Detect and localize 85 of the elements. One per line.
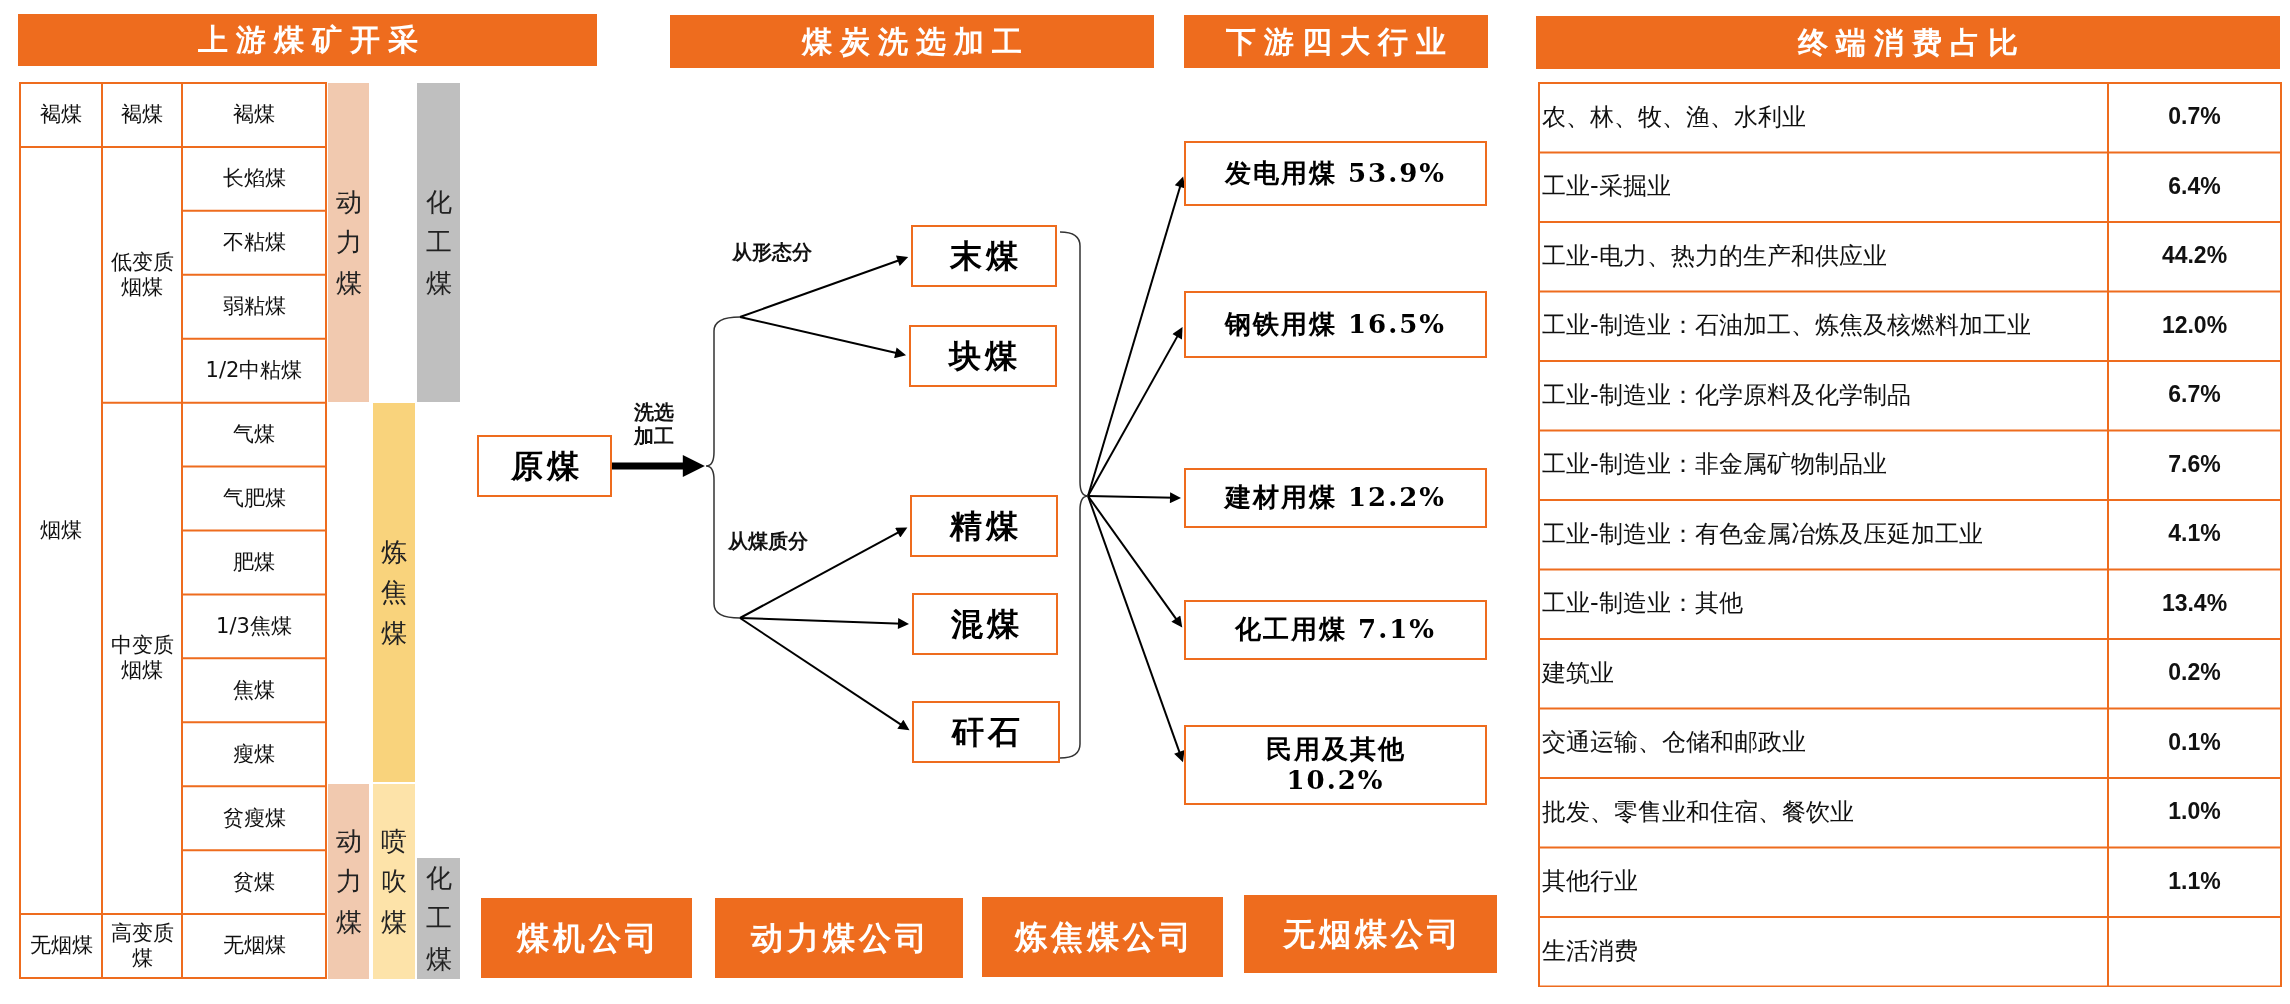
coal-type-label: 无烟煤 bbox=[29, 933, 93, 959]
curly-brace bbox=[1060, 232, 1088, 758]
industry-name-label: 批发、零售业和住宿、餐饮业 bbox=[1542, 797, 1854, 827]
coal-type-label: 焦煤 bbox=[233, 677, 275, 703]
industry-name-label: 其他行业 bbox=[1542, 867, 1638, 897]
coal-type-label: 气煤 bbox=[233, 422, 275, 448]
industry-name-label: 交通运输、仓储和邮政业 bbox=[1542, 728, 1806, 758]
coal-type-label: 褐煤 bbox=[40, 102, 82, 128]
coal-type-label: 中变质烟煤 bbox=[109, 633, 175, 684]
share-value-label: 1.1% bbox=[2168, 867, 2221, 896]
arrow bbox=[739, 527, 908, 619]
arrow bbox=[739, 255, 909, 318]
company-box: 无烟煤公司 bbox=[1244, 895, 1497, 973]
category-band: 炼焦煤 bbox=[373, 403, 415, 782]
company-box: 炼焦煤公司 bbox=[982, 897, 1223, 977]
industry-box: 发电用煤 53.9% bbox=[1184, 141, 1487, 206]
share-value-label: 6.4% bbox=[2168, 172, 2221, 201]
coal-type-label: 肥煤 bbox=[233, 549, 275, 576]
industry-name-label: 生活消费 bbox=[1542, 936, 1638, 966]
arrow bbox=[1087, 495, 1185, 763]
share-value-label: 12.0% bbox=[2161, 311, 2228, 340]
process-box: 原煤 bbox=[477, 435, 612, 497]
company-box: 煤机公司 bbox=[481, 898, 692, 978]
category-band: 化工煤 bbox=[417, 858, 460, 979]
coal-type-label: 贫瘦煤 bbox=[222, 805, 286, 831]
arrow bbox=[739, 617, 909, 629]
coal-type-label: 褐煤 bbox=[233, 102, 275, 128]
edge-label: 从形态分 bbox=[730, 240, 814, 264]
coal-type-label: 无烟煤 bbox=[222, 933, 286, 959]
industry-box: 民用及其他 10.2% bbox=[1184, 725, 1487, 805]
coal-type-label: 1/2中粘煤 bbox=[205, 358, 303, 384]
coal-type-label: 烟煤 bbox=[40, 517, 82, 544]
share-value-label: 4.1% bbox=[2168, 520, 2221, 549]
coal-type-label: 弱粘煤 bbox=[222, 294, 286, 320]
category-band: 动力煤 bbox=[328, 784, 369, 979]
category-band: 动力煤 bbox=[328, 83, 369, 402]
coal-type-label: 1/3焦煤 bbox=[216, 613, 292, 639]
share-value-label: 44.2% bbox=[2161, 242, 2228, 271]
product-box: 混煤 bbox=[912, 593, 1058, 655]
arrow bbox=[739, 316, 907, 359]
share-value-label: 0.2% bbox=[2168, 659, 2221, 688]
industry-name-label: 建筑业 bbox=[1542, 658, 1614, 688]
coal-type-label: 贫煤 bbox=[233, 869, 275, 895]
coal-type-label: 褐煤 bbox=[121, 102, 163, 128]
coal-type-label: 低变质烟煤 bbox=[109, 249, 175, 300]
category-band: 化工煤 bbox=[417, 83, 460, 402]
coal-type-label: 高变质煤 bbox=[109, 920, 175, 972]
edge-label: 从煤质分 bbox=[726, 529, 810, 553]
section-header: 煤炭洗选加工 bbox=[670, 15, 1154, 68]
share-value-label: 6.7% bbox=[2168, 381, 2221, 410]
industry-name-label: 农、林、牧、渔、水利业 bbox=[1542, 102, 1806, 132]
product-box: 精煤 bbox=[910, 495, 1058, 557]
industry-name-label: 工业-采掘业 bbox=[1542, 172, 1671, 202]
share-value-label: 13.4% bbox=[2161, 589, 2228, 618]
industry-box: 建材用煤 12.2% bbox=[1184, 468, 1487, 528]
coal-type-label: 气肥煤 bbox=[222, 485, 286, 512]
arrow bbox=[739, 617, 910, 731]
coal-type-label: 长焰煤 bbox=[222, 166, 286, 192]
arrow bbox=[1087, 327, 1183, 497]
industry-name-label: 工业-制造业：石油加工、炼焦及核燃料加工业 bbox=[1542, 311, 2031, 341]
industry-name-label: 工业-制造业：化学原料及化学制品 bbox=[1542, 380, 1911, 410]
industry-name-label: 工业-制造业：其他 bbox=[1542, 589, 1743, 619]
product-box: 矸石 bbox=[912, 701, 1060, 763]
coal-type-label: 不粘煤 bbox=[222, 230, 286, 256]
arrow bbox=[1087, 492, 1181, 504]
share-value-label: 7.6% bbox=[2168, 450, 2221, 479]
coal-type-label: 瘦煤 bbox=[233, 741, 275, 767]
share-value-label: 1.0% bbox=[2168, 798, 2221, 827]
industry-name-label: 工业-电力、热力的生产和供应业 bbox=[1542, 241, 1887, 271]
share-value-label: 0.1% bbox=[2168, 728, 2221, 757]
arrow bbox=[1087, 176, 1186, 497]
section-header: 上游煤矿开采 bbox=[18, 14, 597, 66]
product-box: 块煤 bbox=[909, 325, 1057, 387]
industry-box: 钢铁用煤 16.5% bbox=[1184, 291, 1487, 358]
category-band: 喷吹煤 bbox=[373, 784, 415, 979]
company-box: 动力煤公司 bbox=[715, 898, 963, 978]
industry-name-label: 工业-制造业：非金属矿物制品业 bbox=[1542, 450, 1887, 480]
section-header: 下游四大行业 bbox=[1184, 15, 1488, 68]
industry-name-label: 工业-制造业：有色金属冶炼及压延加工业 bbox=[1542, 519, 1983, 549]
industry-box: 化工用煤 7.1% bbox=[1184, 600, 1487, 660]
thick-arrow bbox=[612, 455, 705, 477]
arrow bbox=[1087, 495, 1183, 628]
share-value-label: 0.7% bbox=[2168, 103, 2221, 132]
section-header: 终端消费占比 bbox=[1536, 16, 2280, 69]
product-box: 末煤 bbox=[911, 225, 1057, 287]
